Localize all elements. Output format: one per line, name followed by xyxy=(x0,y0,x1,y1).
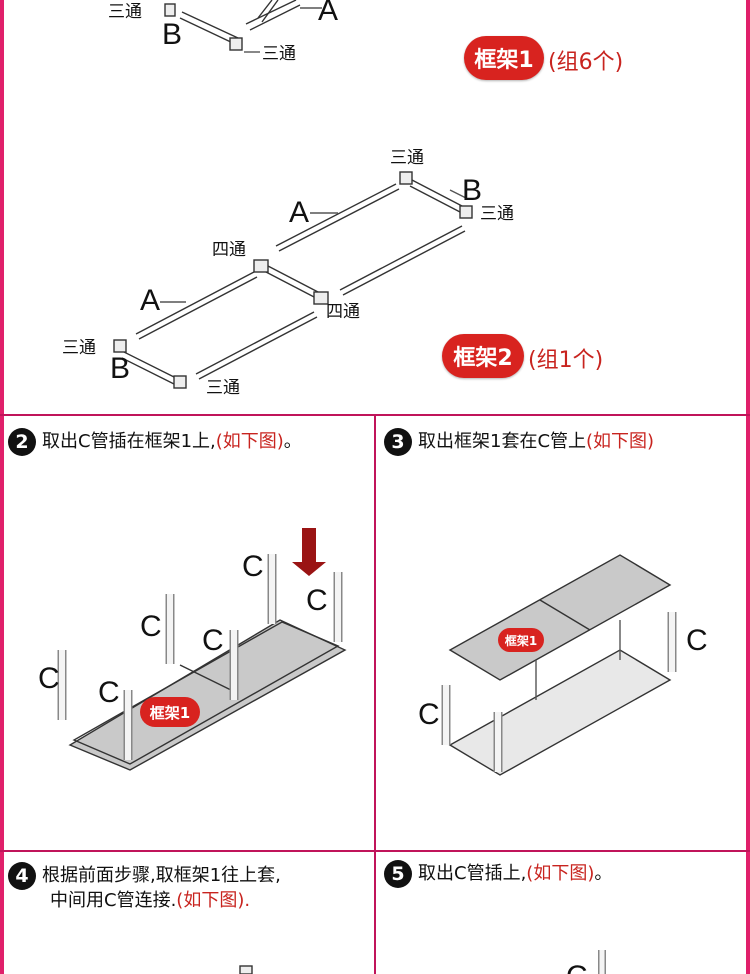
frame2-badge: 框架2 xyxy=(442,334,524,378)
tee-label: 三通 xyxy=(262,44,296,64)
step-note: (如下图) xyxy=(586,431,655,452)
step-number: 2 xyxy=(8,428,36,456)
pipe-c-label: C xyxy=(202,624,224,657)
frame2-diagram xyxy=(113,171,473,389)
pipe-c-label: C xyxy=(242,550,264,583)
tee-label: 三通 xyxy=(390,148,424,168)
rod-label-b: B xyxy=(162,18,183,51)
step-note: (如下图) xyxy=(215,431,284,452)
tee-label: 三通 xyxy=(206,378,240,398)
step-number: 3 xyxy=(384,428,412,456)
pipe-c-label: C xyxy=(98,676,120,709)
step4-5-partial-diagram xyxy=(239,950,606,974)
tee-label: 三通 xyxy=(108,2,142,22)
step-text-line1: 根据前面步骤,取框架1往上套, xyxy=(42,865,281,886)
rod-label-b: B xyxy=(462,174,483,207)
right-border xyxy=(746,0,750,974)
divider xyxy=(374,414,376,974)
step3-diagram xyxy=(441,554,677,776)
frame1-quantity: (组6个) xyxy=(548,50,624,75)
rod-label-b: B xyxy=(110,352,131,385)
rod-label-a: A xyxy=(318,0,339,27)
step-text: 取出C管插上, xyxy=(418,863,527,884)
left-border xyxy=(0,0,4,974)
frame2-quantity: (组1个) xyxy=(528,348,604,373)
tee-label: 三通 xyxy=(62,338,96,358)
frame1-badge: 框架1 xyxy=(464,36,544,80)
step-5-heading: 5 取出C管插上,(如下图)。 xyxy=(384,860,612,888)
cross-label: 四通 xyxy=(326,302,360,322)
cross-label: 四通 xyxy=(212,240,246,260)
frame1-badge: 框架1 xyxy=(498,628,544,652)
step-tail: 。 xyxy=(283,431,302,452)
step-text-line2: 中间用C管连接. xyxy=(50,890,177,911)
step-note: (如下图) xyxy=(526,863,595,884)
step-note: (如下图). xyxy=(176,890,251,911)
step-text: 取出框架1套在C管上 xyxy=(418,431,587,452)
step-number: 4 xyxy=(8,862,36,890)
pipe-c-label: C xyxy=(686,624,708,657)
pipe-c-label: C xyxy=(140,610,162,643)
step-number: 5 xyxy=(384,860,412,888)
step-3-heading: 3 取出框架1套在C管上(如下图) xyxy=(384,428,654,456)
frame1-partial-diagram xyxy=(164,0,322,53)
tee-label: 三通 xyxy=(480,204,514,224)
step-text: 取出C管插在框架1上, xyxy=(42,431,216,452)
step-2-heading: 2 取出C管插在框架1上,(如下图)。 xyxy=(8,428,302,456)
step2-diagram xyxy=(57,528,347,771)
step-tail: 。 xyxy=(594,863,613,884)
pipe-c-label: C xyxy=(418,698,440,731)
rod-label-a: A xyxy=(289,196,310,229)
rod-label-a: A xyxy=(140,284,161,317)
pipe-c-label: C xyxy=(38,662,60,695)
frame1-badge: 框架1 xyxy=(140,697,200,727)
step-4-heading: 4 根据前面步骤,取框架1往上套, 中间用C管连接.(如下图). xyxy=(8,862,281,912)
pipe-c-label: C xyxy=(566,962,588,974)
pipe-c-label: C xyxy=(306,584,328,617)
